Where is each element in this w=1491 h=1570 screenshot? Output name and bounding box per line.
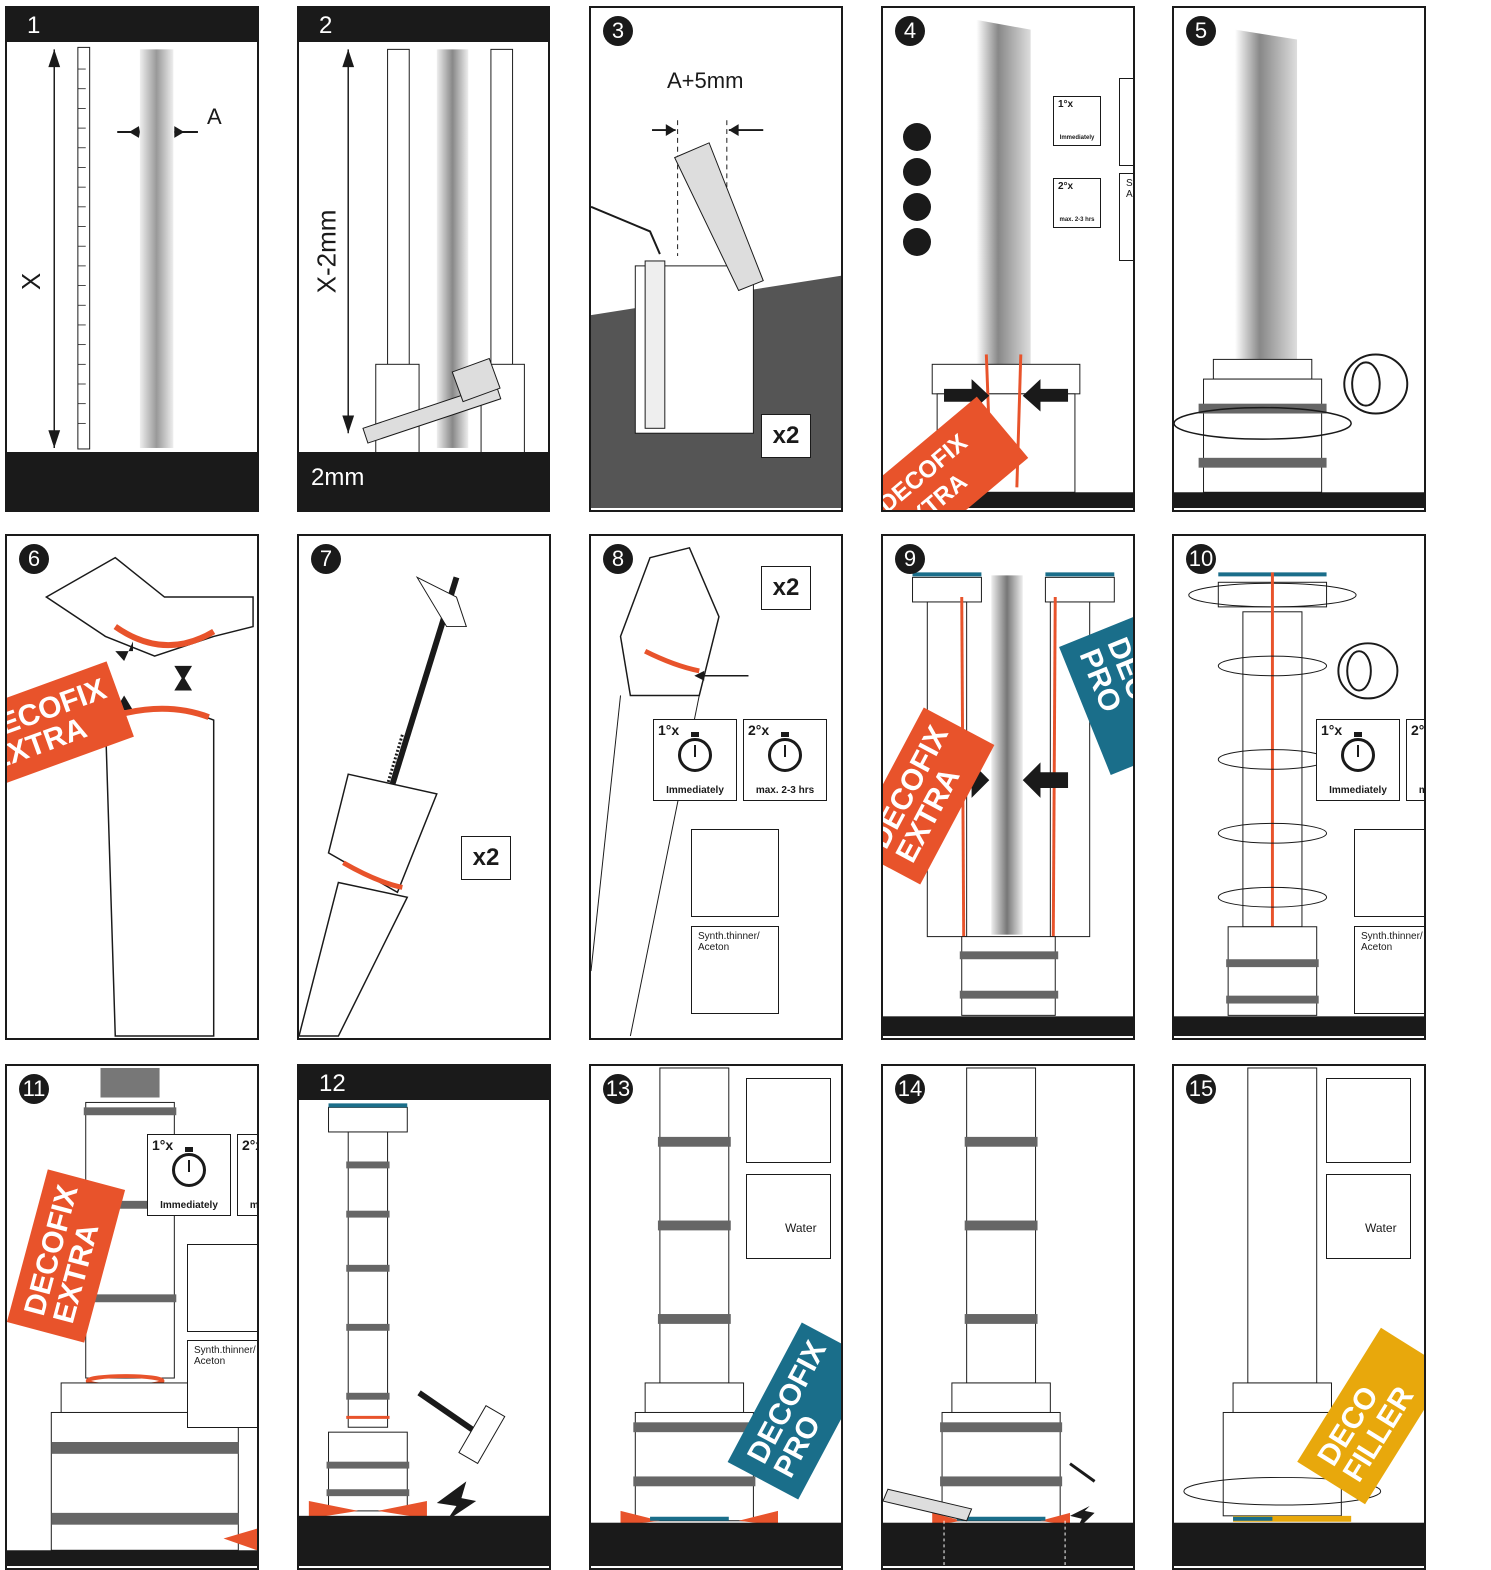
step-7-panel: 7 x2 — [297, 534, 551, 1040]
measure-x-label: X — [16, 273, 47, 290]
timer-multiplier: 1°x — [1058, 99, 1073, 110]
sponge-card: Water — [746, 1174, 831, 1259]
timer-caption: max. 2-3 hrs — [238, 1200, 259, 1211]
timer-caption: Immediately — [1054, 135, 1100, 141]
solvent-text: Synth.thinner/ Aceton — [698, 931, 768, 953]
timer-multiplier: 1°x — [152, 1137, 173, 1153]
smooth-card — [1326, 1078, 1411, 1163]
trim-wedges-illustration — [883, 1066, 1133, 1568]
water-label: Water — [785, 1223, 817, 1234]
stopwatch-icon — [172, 1153, 206, 1187]
timer-caption: max. 2-3 hrs — [1407, 785, 1426, 796]
step-14-panel: 14 — [881, 1064, 1135, 1570]
stopwatch-icon — [768, 738, 802, 772]
step-number-badge: 5 — [1186, 16, 1216, 46]
step-number-badge: 13 — [603, 1074, 633, 1104]
timer-multiplier: 1°x — [658, 722, 679, 738]
timer-card-immediately: 1°x Immediately — [147, 1134, 231, 1216]
step-number-badge: 7 — [311, 544, 341, 574]
step-6-panel: 6 DECOFIX EXTRA — [5, 534, 259, 1040]
width-label: A+5mm — [667, 68, 743, 94]
solvent-card: Synth.thinner/ Aceton — [187, 1340, 259, 1428]
timer-card-immediately: 1°x Immediately — [1053, 96, 1101, 146]
step-number-badge: 10 — [1186, 544, 1216, 574]
goggles-icon — [903, 228, 931, 256]
timer-card-immediately: 1°x Immediately — [1316, 719, 1400, 801]
step-10-panel: 10 1°x Immediately 2°x max. 2-3 hrs Synt… — [1172, 534, 1426, 1040]
step-number-badge: 3 — [603, 16, 633, 46]
scrape-card — [187, 1244, 259, 1332]
measure-a-label: A — [207, 104, 222, 130]
timer-caption: max. 2-3 hrs — [1054, 217, 1100, 223]
timer-caption: Immediately — [654, 785, 736, 796]
step-2-panel: 2 X-2mm 2mm — [297, 6, 550, 512]
step-number-badge: 6 — [19, 544, 49, 574]
solvent-text: Synth.thinner/ Aceton — [1361, 931, 1426, 953]
step-8-panel: 8 x2 1°x Immediately 2°x max. 2-3 hrs Sy… — [589, 534, 843, 1040]
quantity-box: x2 — [761, 566, 811, 610]
timer-multiplier: 1°x — [1321, 722, 1342, 738]
timer-caption: Immediately — [1317, 785, 1399, 796]
water-label: Water — [1365, 1223, 1397, 1234]
step-4-panel: 4 DECOFIX EXTRA 1°x Immediately 2°x max.… — [881, 6, 1135, 512]
hammer-column-illustration — [299, 1066, 549, 1568]
timer-caption: max. 2-3 hrs — [744, 785, 826, 796]
timer-caption: Immediately — [148, 1200, 230, 1211]
step-5-panel: 5 — [1172, 6, 1426, 512]
quantity-box: x2 — [761, 414, 811, 458]
tape-plinth-illustration — [1174, 8, 1424, 510]
floor-bar — [7, 452, 257, 510]
glue-capital-illustration — [7, 536, 257, 1038]
step-number-badge: 11 — [19, 1074, 49, 1104]
timer-card-max: 2°x max. 2-3 hrs — [1406, 719, 1426, 801]
step-number-badge: 9 — [895, 544, 925, 574]
smooth-card — [746, 1078, 831, 1163]
measure-illustration — [7, 8, 257, 510]
timer-multiplier: 2°x — [242, 1137, 259, 1153]
solvent-card: Synth.thinner/ Aceton — [1354, 926, 1426, 1014]
solvent-card: Synth.thinner/ Aceton — [1119, 173, 1135, 261]
wash-hands-icon — [903, 193, 931, 221]
step-15-panel: 15 Water DECO FILLER — [1172, 1064, 1426, 1570]
timer-card-max: 2°x max. 2-3 hrs — [743, 719, 827, 801]
scrape-card — [1119, 78, 1135, 166]
step-number-badge: 4 — [895, 16, 925, 46]
timer-multiplier: 2°x — [1058, 181, 1073, 192]
scrape-card — [1354, 829, 1426, 917]
screw-capital-illustration — [299, 536, 549, 1038]
step-number-badge: 8 — [603, 544, 633, 574]
no-food-icon — [903, 158, 931, 186]
step-number-badge: 14 — [895, 1074, 925, 1104]
step-13-panel: 13 Water DECOFIX PRO — [589, 1064, 843, 1570]
stopwatch-icon — [678, 738, 712, 772]
solvent-card: Synth.thinner/ Aceton — [691, 926, 779, 1014]
cut-label: 2mm — [311, 464, 364, 492]
sponge-card: Water — [1326, 1174, 1411, 1259]
solvent-text: Synth.thinner/ Aceton — [1126, 178, 1135, 200]
step-1-panel: 1 X A — [5, 6, 259, 512]
quantity-box: x2 — [461, 836, 511, 880]
step-9-panel: 9 DECOFIX EXTRA DECO. PRO — [881, 534, 1135, 1040]
timer-card-max: 2°x max. 2-3 hrs — [237, 1134, 259, 1216]
scrape-card — [691, 829, 779, 917]
step-number-badge: 15 — [1186, 1074, 1216, 1104]
timer-multiplier: 2°x — [1411, 722, 1426, 738]
gloves-icon — [903, 123, 931, 151]
timer-card-immediately: 1°x Immediately — [653, 719, 737, 801]
step-11-panel: 11 DECOFIX EXTRA 1°x Immediately 2°x max… — [5, 1064, 259, 1570]
height-label: X-2mm — [311, 210, 342, 294]
stopwatch-icon — [1341, 738, 1375, 772]
timer-multiplier: 2°x — [748, 722, 769, 738]
solvent-text: Synth.thinner/ Aceton — [194, 1345, 259, 1367]
step-3-panel: 3 A+5mm x2 — [589, 6, 843, 512]
step-12-panel: 12 — [297, 1064, 551, 1570]
timer-card-max: 2°x max. 2-3 hrs — [1053, 178, 1101, 228]
